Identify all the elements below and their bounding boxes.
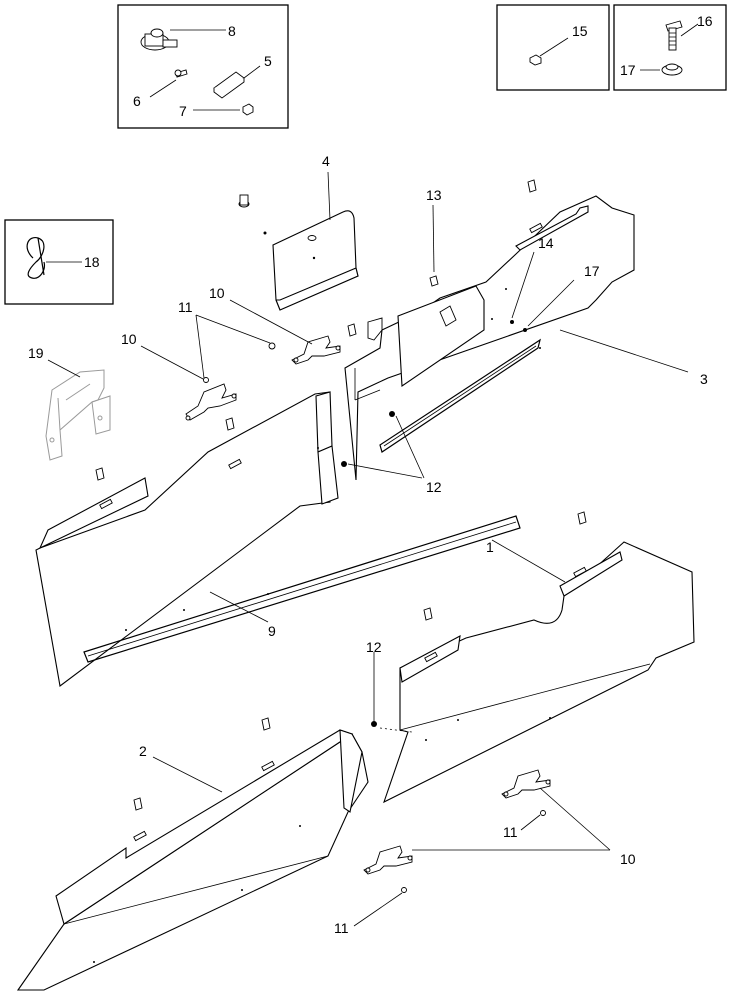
callout-5: 5	[264, 53, 272, 69]
callout-12-upper: 12	[426, 479, 442, 495]
inset-box-bolt-nut	[613, 4, 727, 91]
strap-bracket-upper-right	[291, 335, 341, 365]
callout-19[interactable]: 19	[28, 345, 44, 361]
door-knob-part	[238, 194, 250, 208]
callout-1: 1	[486, 539, 494, 555]
callout-17-inset: 17	[620, 62, 636, 78]
callout-7: 7	[179, 103, 187, 119]
callout-3: 3	[700, 371, 708, 387]
callout-18: 18	[84, 254, 100, 270]
callout-8: 8	[228, 23, 236, 39]
small-nut-part	[242, 103, 254, 116]
retainer-clips	[95, 179, 587, 811]
callout-14: 14	[538, 235, 554, 251]
bolt-part	[665, 20, 683, 51]
front-side-panel-upper	[35, 391, 521, 687]
callout-15: 15	[572, 23, 588, 39]
access-door-panel	[272, 210, 359, 311]
callout-13: 13	[426, 187, 442, 203]
inset-box-fasteners	[117, 4, 289, 129]
callout-12-lower: 12	[366, 639, 382, 655]
callout-10-upper-b: 10	[121, 331, 137, 347]
upper-rear-side-panel	[341, 195, 635, 481]
strap-bracket-lower-right	[501, 769, 551, 799]
mount-bracket-faded	[45, 369, 111, 461]
callout-11-lower-left: 11	[334, 920, 349, 936]
callout-6: 6	[133, 93, 141, 109]
callout-11-upper: 11	[178, 299, 193, 315]
strap-bracket-upper-left	[185, 383, 237, 421]
callout-17: 17	[584, 263, 600, 279]
strap-bracket-lower-left	[363, 845, 413, 875]
latch-knob-part	[140, 28, 178, 51]
callout-4: 4	[322, 153, 330, 169]
front-side-panel-lower	[16, 729, 369, 991]
callout-11-lower-right: 11	[503, 824, 518, 840]
callout-10-lower: 10	[620, 851, 636, 867]
lower-rear-side-panel	[383, 541, 695, 804]
hair-pin-clip-part	[26, 236, 45, 279]
plug-part	[529, 54, 542, 66]
callout-9: 9	[268, 623, 276, 639]
callout-16: 16	[697, 13, 713, 29]
inset-box-plug	[496, 4, 610, 91]
flange-nut-part	[661, 63, 683, 76]
callout-10-upper-a: 10	[209, 285, 225, 301]
callout-2: 2	[139, 743, 147, 759]
latch-plate-part	[213, 71, 245, 99]
inset-box-clip	[4, 219, 114, 305]
small-screw-part	[174, 69, 188, 78]
